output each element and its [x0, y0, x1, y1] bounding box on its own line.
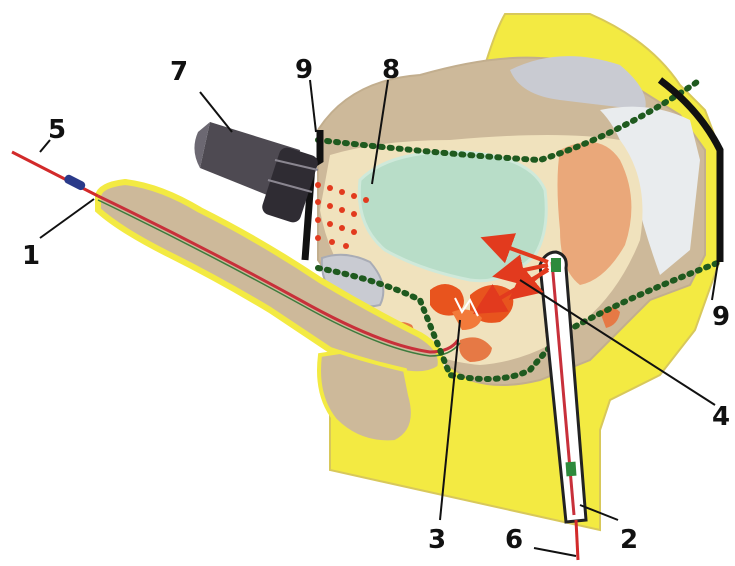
- label-9-top: 9: [295, 55, 313, 85]
- label-4: 4: [712, 402, 730, 432]
- label-8: 8: [382, 55, 400, 85]
- label-1: 1: [22, 241, 40, 271]
- label-5: 5: [48, 115, 66, 145]
- label-7: 7: [170, 57, 188, 87]
- label-9-right: 9: [712, 302, 730, 332]
- urethral-catheter-icon: [12, 152, 98, 196]
- probe-cable-icon: [576, 520, 578, 560]
- label-2: 2: [620, 525, 638, 555]
- needle-tip-icon: [63, 173, 87, 191]
- label-3: 3: [428, 525, 446, 555]
- gamma-camera-icon: [194, 122, 319, 224]
- label-6: 6: [505, 525, 523, 555]
